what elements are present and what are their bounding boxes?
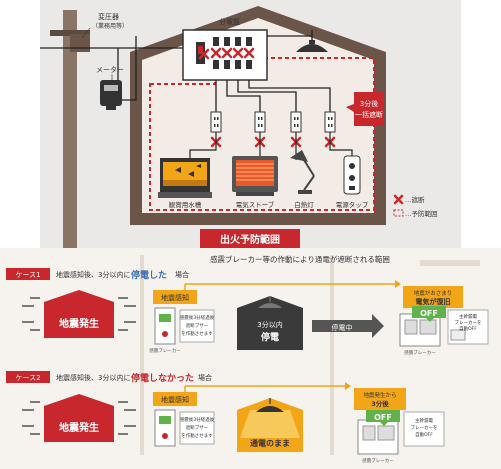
- lamp-label: 白熱灯: [294, 200, 314, 209]
- case2-quake-label: 地震発生: [59, 421, 99, 434]
- cutoff-callout-line1: 3分後: [360, 99, 378, 108]
- ceiling-lamp: [267, 30, 328, 52]
- power-strip: [329, 132, 361, 195]
- case1-breaker-note-1: ブレーカーを: [455, 319, 482, 326]
- case2-sensor-mid-1: 遮断ブザー: [186, 424, 209, 431]
- case1-sensor-mid-2: を作動させます: [181, 330, 213, 337]
- case1-text-before: 地震感知後、3分以内に: [56, 270, 130, 279]
- stove-label: 電気ストーブ: [236, 200, 275, 209]
- meter: [100, 80, 122, 110]
- cutoff-marks-panel: [198, 47, 255, 60]
- case2-device-caption: 感震ブレーカー: [362, 457, 394, 464]
- case2-powered-house: [237, 398, 303, 452]
- case2-quake-house: [22, 394, 136, 442]
- case1-outage-top: 3分以内: [257, 320, 282, 329]
- case1-outage-arrow: [312, 314, 384, 338]
- panel-label: 分電盤: [219, 17, 240, 26]
- case2-text-before: 地震感知後、3分以内に: [56, 373, 130, 382]
- transformer-box: [70, 34, 90, 52]
- circuit-wires: [215, 80, 331, 112]
- case2-sensor-mid-2: を作動させます: [181, 432, 213, 439]
- prevention-area: [149, 57, 375, 211]
- case2-after-top: 地震発生から: [363, 391, 396, 399]
- case1-sensor-top: 感震ブレーカー: [149, 347, 181, 354]
- case2-breaker-device: [154, 409, 215, 447]
- case2-text-after: 場合: [198, 373, 212, 382]
- case1-sensor-mid-1: 遮断ブザー: [186, 322, 209, 329]
- case1-text-after: 場合: [175, 270, 189, 279]
- case1-outage-bottom: 停電: [261, 331, 279, 343]
- aquarium: [158, 132, 217, 198]
- case2-sensed-label: 地震感知: [161, 395, 189, 404]
- case2: ケース2 地震感知後、3分以内に 停電しなかった 場合 地震発生 地震感知 感震…: [6, 371, 445, 464]
- case2-keep-power: 通電のまま: [250, 438, 290, 448]
- case1-outage-arrow-label: 停電中: [332, 323, 353, 332]
- case2-off-panel: [357, 410, 445, 455]
- case1-breaker-note-2: 自動OFF: [459, 325, 477, 332]
- desk-lamp: [290, 132, 315, 194]
- cutoff-callout-line2: 一括遮断: [355, 110, 383, 119]
- legend-cutoff: …遮断: [405, 195, 425, 204]
- case1: ケース1 地震感知後、3分以内に 停電した 場合 地震発生 地震感知 感震ブレー…: [6, 268, 489, 356]
- case1-off-panel: [399, 306, 489, 347]
- utility-pole: [63, 10, 77, 248]
- case2-sensor-mid-0: 感震後3分経過後: [180, 416, 215, 423]
- case2-breaker-note-1: ブレーカーを: [411, 424, 438, 431]
- electric-stove: [232, 132, 278, 196]
- case1-restore-bottom: 電気が復旧: [416, 297, 451, 306]
- case2-text-emph: 停電しなかった: [131, 372, 194, 384]
- case1-quake-house: [22, 290, 136, 338]
- fire-prevention-banner: [200, 229, 300, 248]
- case2-tag: ケース2: [15, 374, 40, 382]
- case2-breaker-note-0: 主幹漏電: [415, 417, 433, 424]
- lower-title: 感震ブレーカー等の作動により通電が遮断される範囲: [210, 254, 390, 264]
- case1-restore-top: 地震がおさまり: [414, 289, 453, 297]
- case1-breaker-note-0: 主幹漏電: [459, 313, 477, 320]
- legend-area: …予防範囲: [405, 209, 438, 218]
- case2-off-label: OFF: [374, 413, 392, 422]
- case1-off-label: OFF: [420, 309, 438, 318]
- transformer-sub-label: （業務用等）: [92, 22, 128, 30]
- tap-label: 電源タップ: [336, 200, 369, 209]
- case1-text-emph: 停電した: [131, 269, 167, 281]
- legend: …遮断 …予防範囲: [393, 194, 438, 218]
- case1-quake-label: 地震発生: [59, 317, 99, 330]
- case1-sensor-mid-0: 感震後3分経過後: [180, 314, 215, 321]
- fire-prevention-label: 出火予防範囲: [220, 233, 280, 246]
- case1-breaker-device: [154, 307, 215, 345]
- case1-device-caption: 感震ブレーカー: [404, 349, 436, 356]
- case1-outage-house: [237, 296, 303, 350]
- case1-sensed-label: 地震感知: [161, 293, 189, 302]
- case1-tag: ケース1: [15, 271, 40, 279]
- meter-label: メーター: [96, 65, 124, 74]
- aquarium-label: 観賞用水槽: [169, 200, 202, 209]
- case2-breaker-note-2: 自動OFF: [415, 431, 433, 438]
- transformer-label: 変圧器: [98, 12, 119, 21]
- cutoff-callout: [346, 92, 384, 126]
- case2-after-bottom: 3分後: [371, 399, 389, 408]
